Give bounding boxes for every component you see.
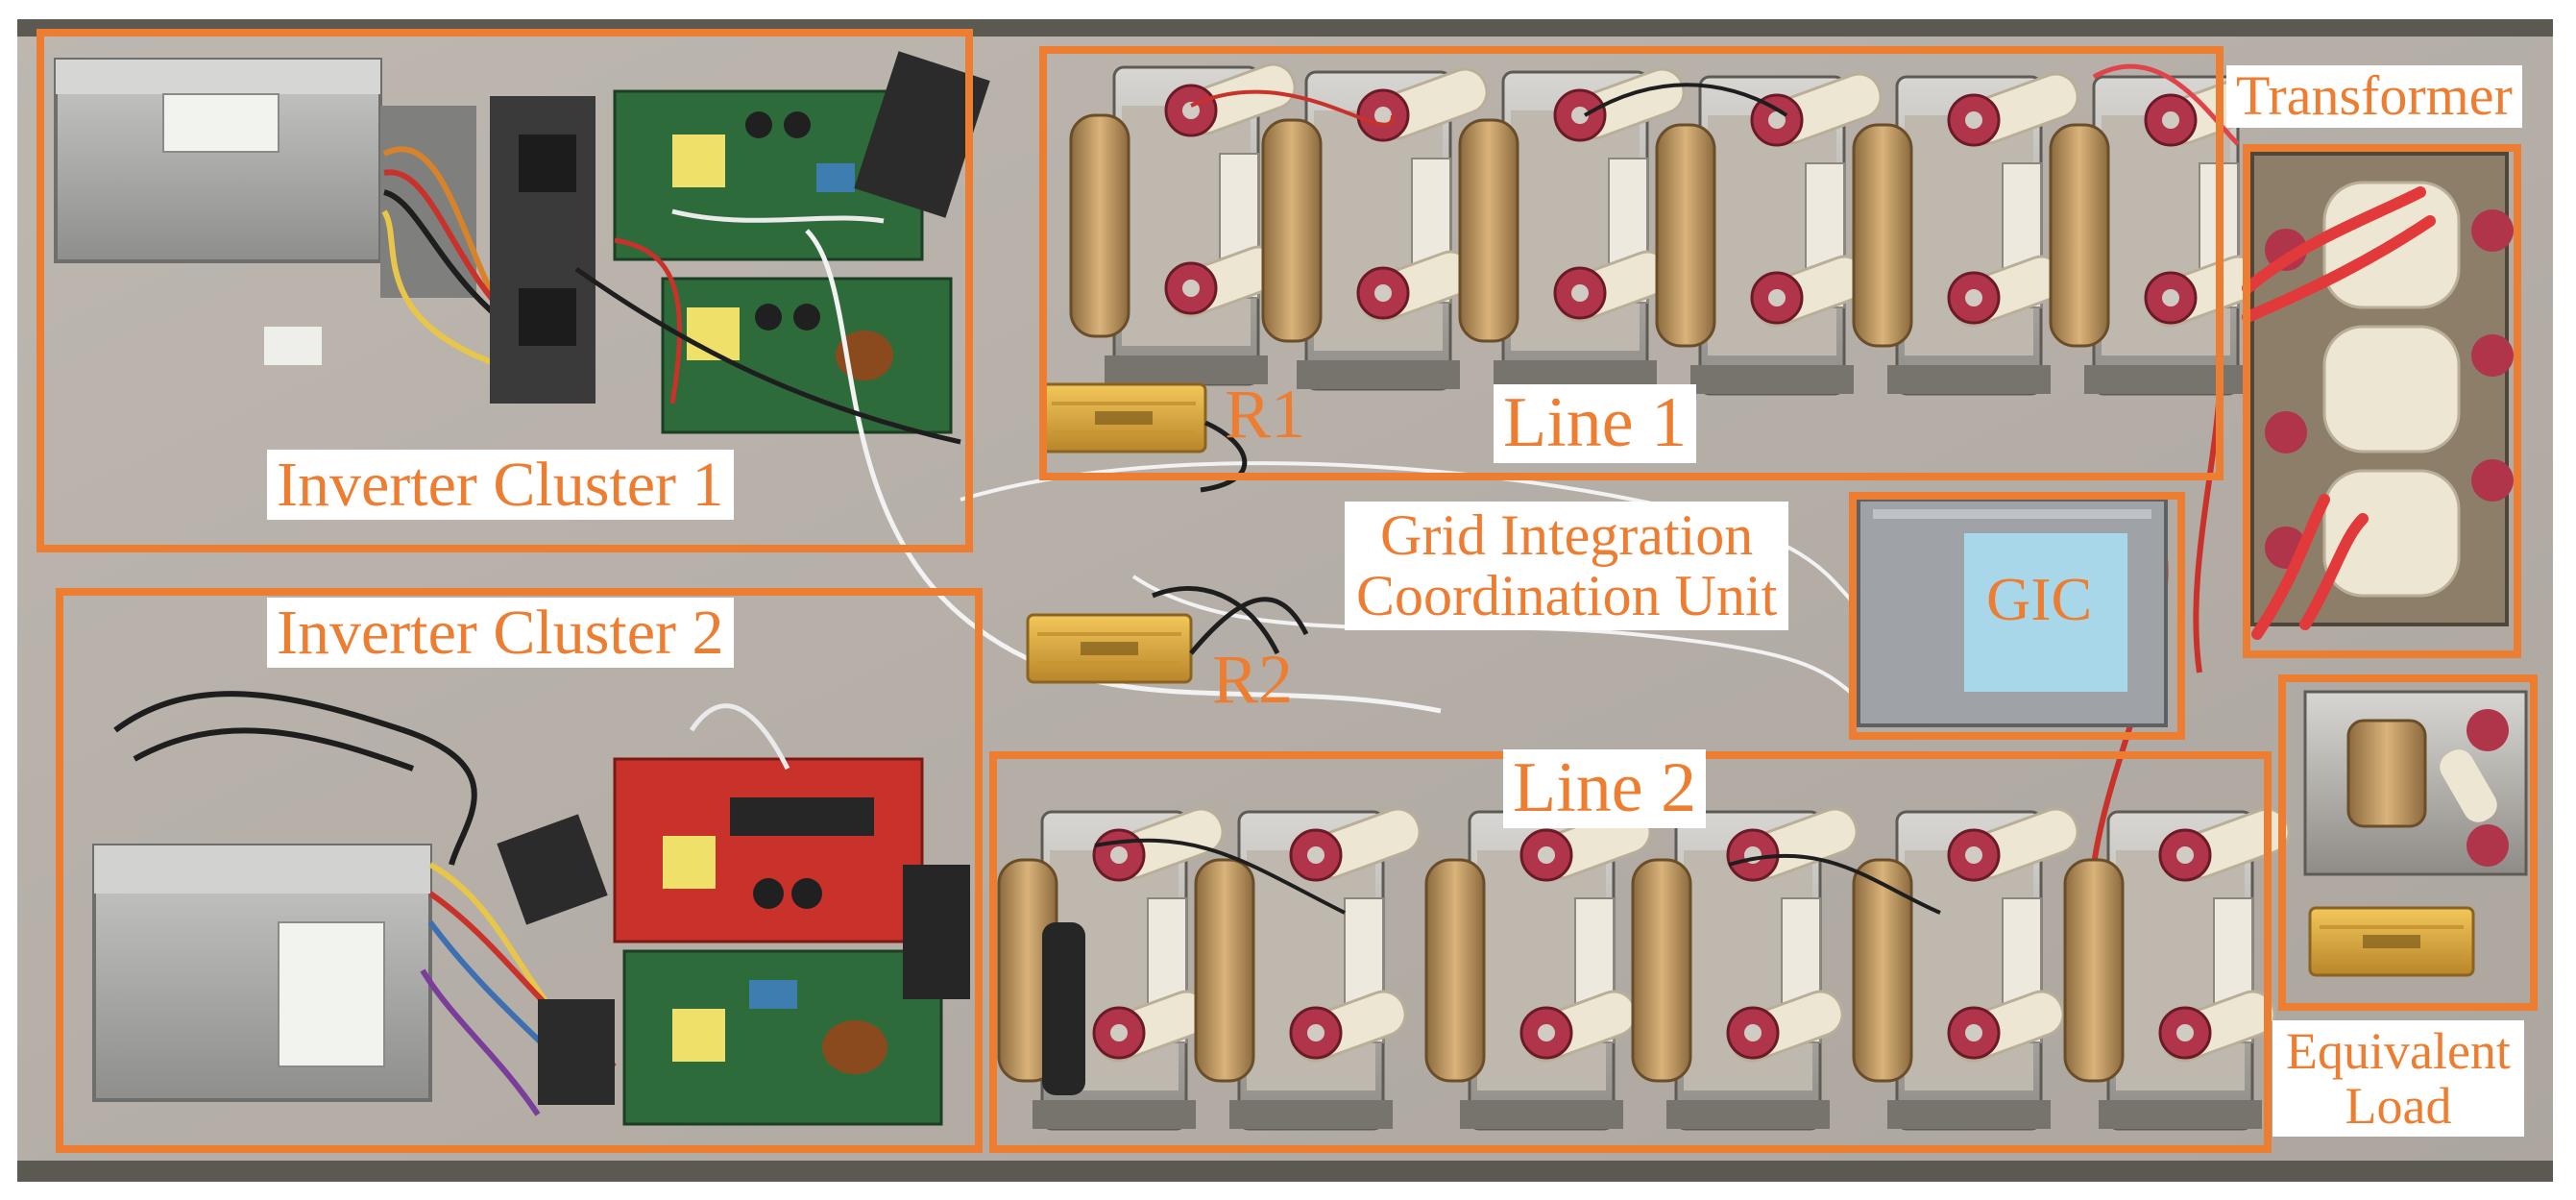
r1-label: R1 bbox=[1225, 376, 1306, 453]
equivalent-load-line-1: Equivalent bbox=[2286, 1022, 2511, 1080]
gic-box bbox=[1849, 492, 2185, 740]
gic-name-line-1: Grid Integration bbox=[1380, 503, 1754, 567]
gic-name-line-2: Coordination Unit bbox=[1356, 564, 1778, 627]
equivalent-load-line-2: Load bbox=[2345, 1076, 2452, 1135]
inverter-cluster-1-label: Inverter Cluster 1 bbox=[267, 450, 734, 521]
transformer-label: Transformer bbox=[2226, 65, 2522, 128]
line-1-box bbox=[1039, 46, 2224, 480]
transformer-box bbox=[2243, 144, 2521, 658]
inverter-cluster-2-label: Inverter Cluster 2 bbox=[267, 598, 734, 669]
inverter-cluster-2-box bbox=[56, 588, 983, 1153]
line-1-label: Line 1 bbox=[1494, 384, 1697, 463]
gic-label: GIC bbox=[1986, 565, 2093, 633]
line-2-label: Line 2 bbox=[1503, 749, 1707, 828]
r2-label: R2 bbox=[1212, 641, 1294, 718]
equivalent-load-box bbox=[2278, 674, 2538, 1011]
equivalent-load-label: Equivalent Load bbox=[2272, 1020, 2524, 1138]
inverter-cluster-1-box bbox=[36, 29, 973, 552]
grid-integration-coordination-unit-label: Grid Integration Coordination Unit bbox=[1345, 502, 1789, 630]
